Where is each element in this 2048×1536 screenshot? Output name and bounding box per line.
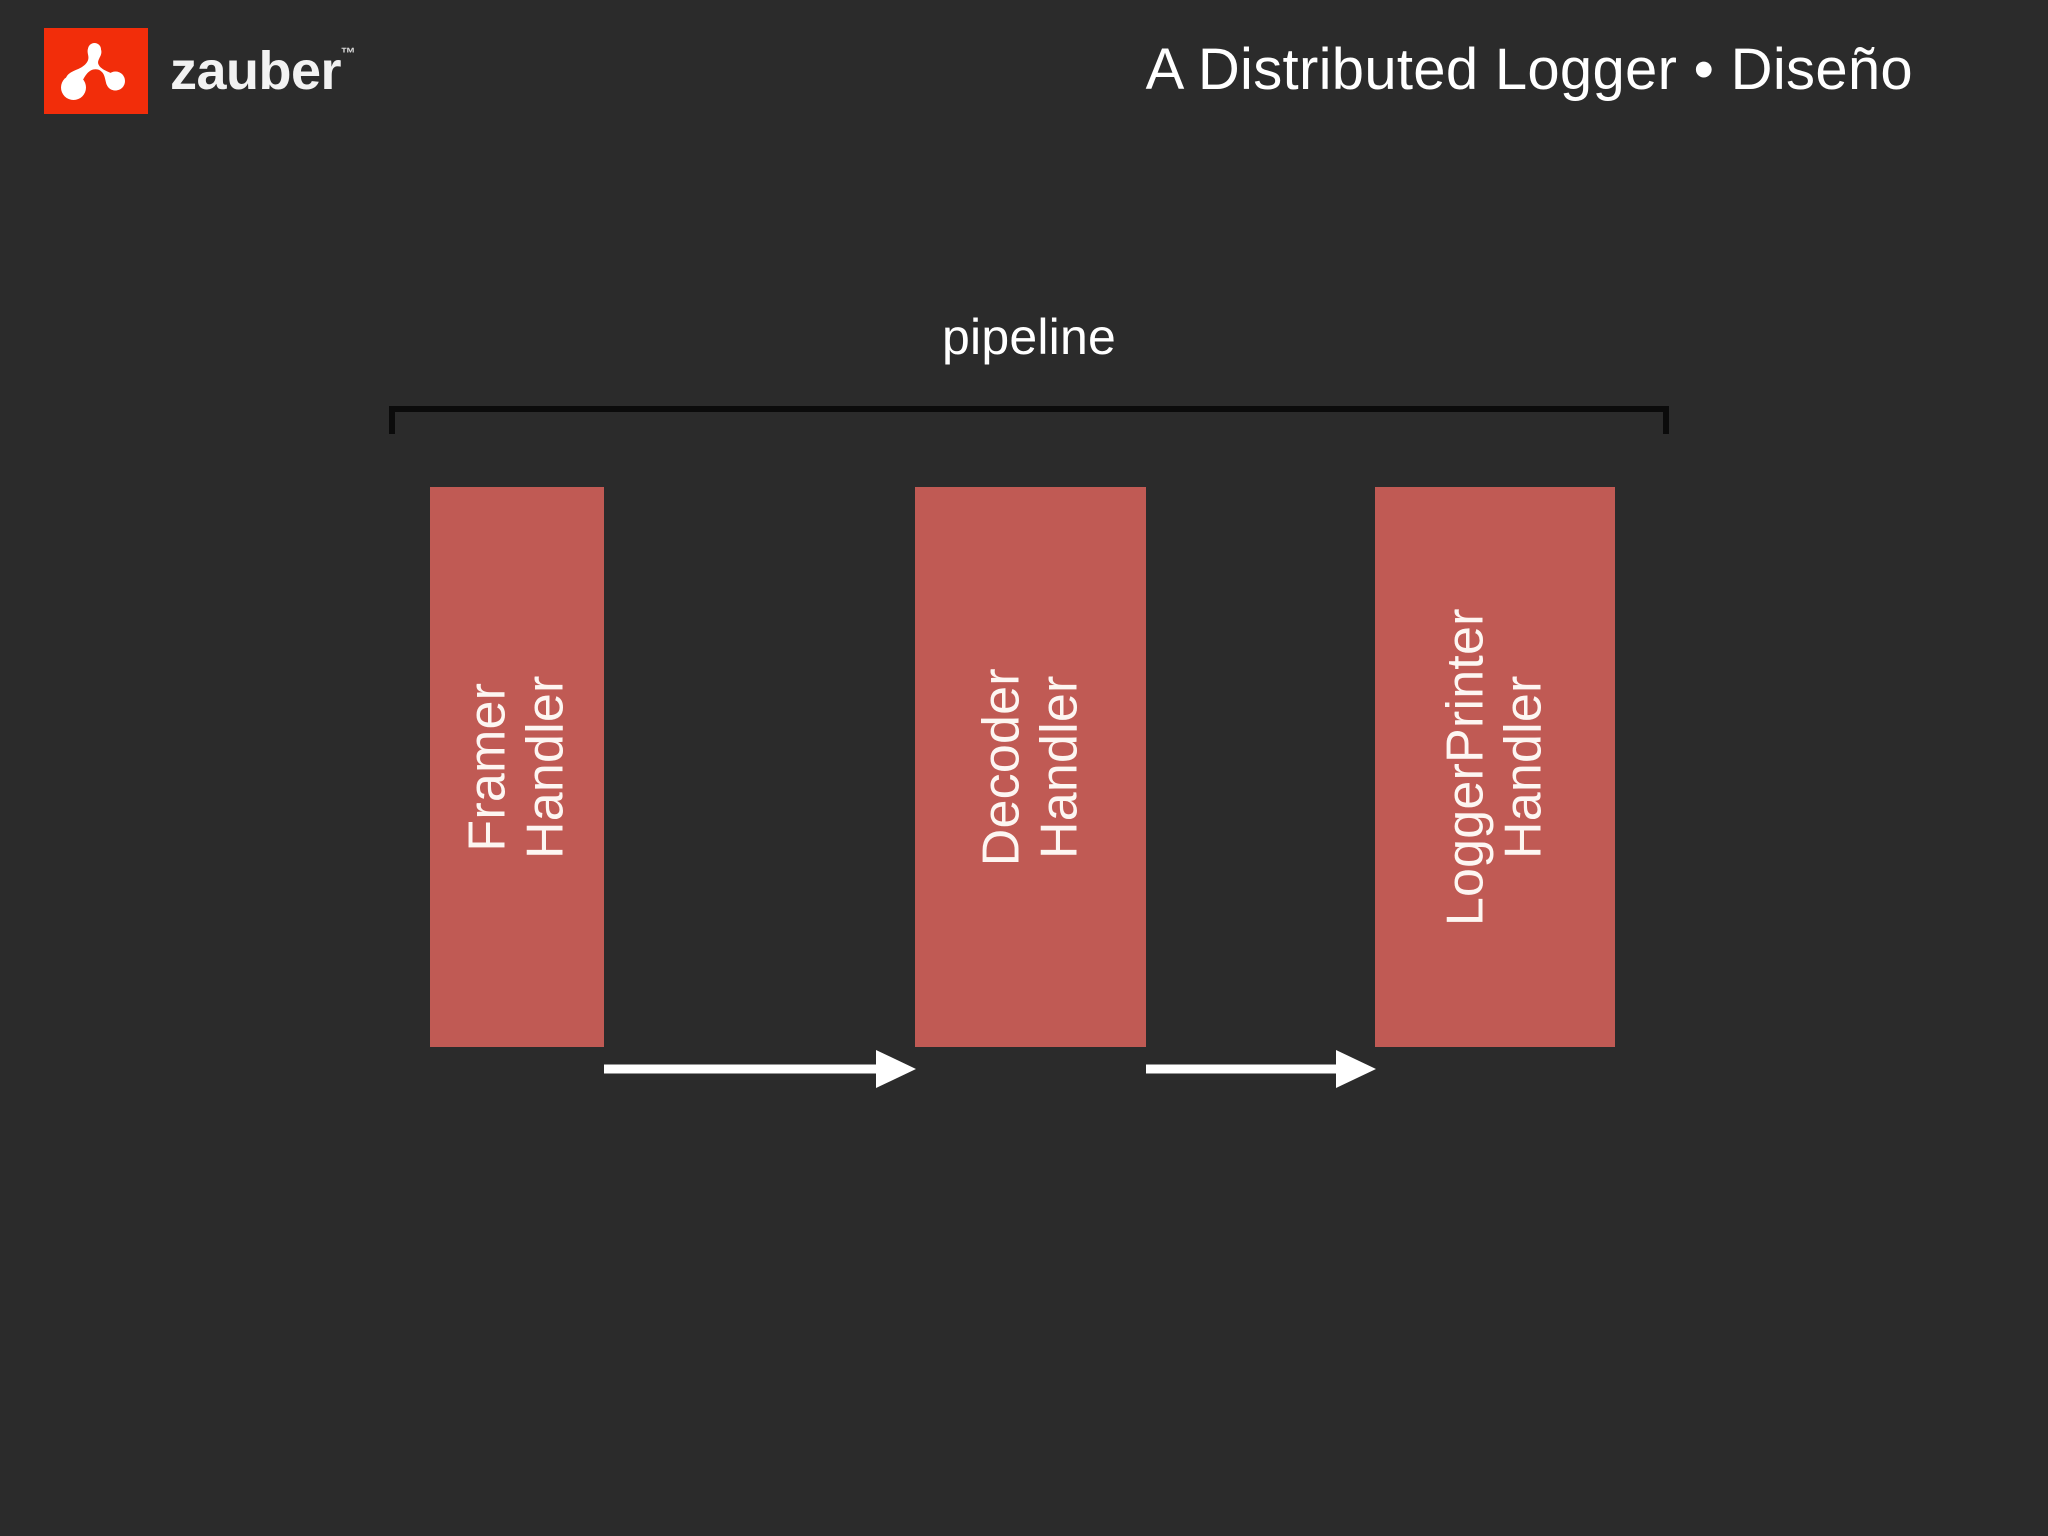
trademark-icon: ™ — [340, 45, 356, 62]
pipeline-group-bracket — [389, 406, 1669, 434]
pipeline-stage-label: Framer Handler — [458, 675, 575, 859]
brand-wordmark-text: zauber — [170, 41, 342, 101]
zauber-trilobe-logo-icon — [44, 28, 148, 114]
slide-header: zauber ™ A Distributed Logger • Diseño — [0, 0, 2048, 150]
brand-wordmark: zauber ™ — [170, 41, 356, 101]
flow-arrow-icon — [604, 1045, 916, 1093]
pipeline-stage-framer-handler[interactable]: Framer Handler — [430, 487, 604, 1047]
pipeline-stage-label: Decoder Handler — [972, 668, 1089, 866]
brand-logo: zauber ™ — [44, 28, 356, 114]
pipeline-stage-label: LoggerPrinter Handler — [1436, 608, 1553, 926]
pipeline-stage-loggerprinter-handler[interactable]: LoggerPrinter Handler — [1375, 487, 1615, 1047]
pipeline-stage-decoder-handler[interactable]: Decoder Handler — [915, 487, 1146, 1047]
pipeline-stage-row: Framer Handler Decoder Handler LoggerPri… — [0, 487, 2048, 1088]
page-title: A Distributed Logger • Diseño — [1145, 37, 1913, 102]
pipeline-group-label: pipeline — [942, 309, 1116, 365]
pipeline-group: pipeline — [389, 309, 1669, 434]
flow-arrow-icon — [1146, 1045, 1376, 1093]
